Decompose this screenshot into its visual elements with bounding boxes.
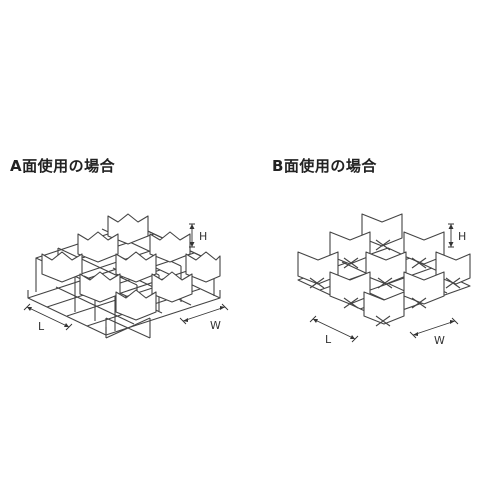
panel-b-dim-l: L (309, 315, 359, 346)
panel-b-joints (309, 239, 461, 327)
panel-a-w-label: W (210, 319, 221, 332)
panel-a-dim-h: H (189, 223, 207, 248)
panel-a-title: A面使用の場合 (10, 157, 116, 175)
panel-a-dim-l: L (23, 303, 73, 333)
panel-a-h-label: H (199, 230, 207, 243)
panel-a-l-label: L (38, 320, 45, 333)
panel-b-grating: H L W (297, 213, 471, 347)
panel-a-fins (41, 213, 221, 321)
panel-b-w-label: W (434, 334, 445, 347)
panel-b-title: B面使用の場合 (272, 157, 377, 175)
panel-a-bottom-supports (105, 317, 151, 339)
panel-b-l-label: L (325, 333, 332, 346)
panel-b-dim-w: W (409, 317, 459, 347)
panel-a-grating: H L W (23, 213, 229, 339)
panel-b-h-label: H (458, 230, 466, 243)
panel-b-walls (297, 213, 471, 325)
panel-b-dim-h: H (448, 223, 466, 248)
panel-a-dim-w: W (179, 303, 229, 332)
